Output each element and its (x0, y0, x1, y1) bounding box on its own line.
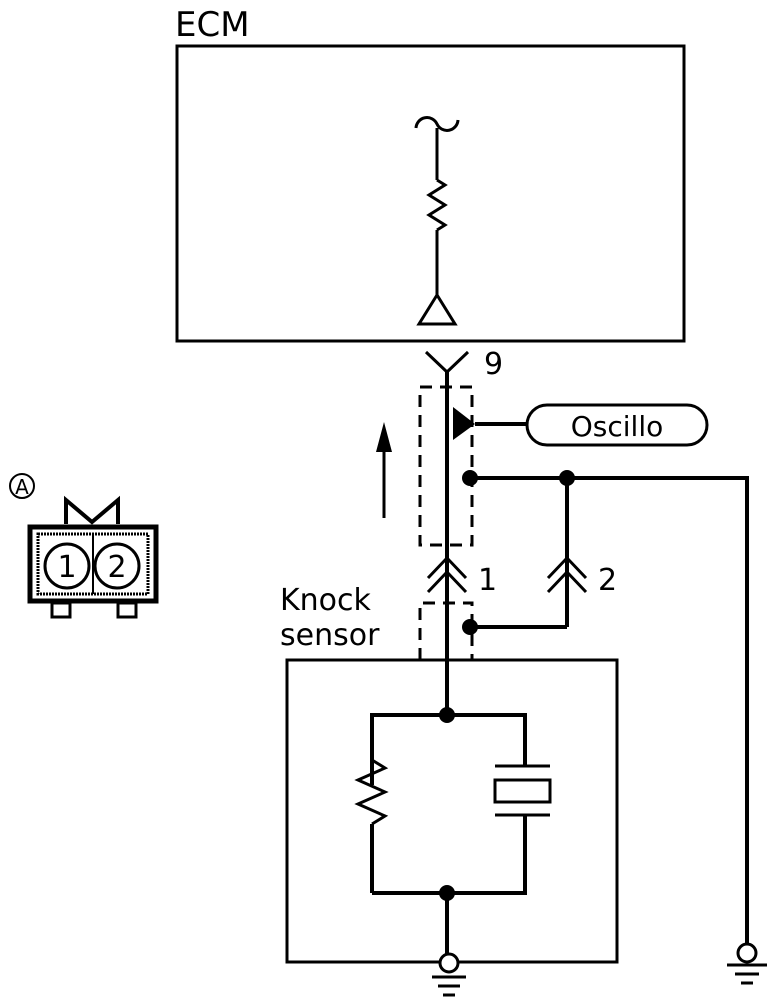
sensor-bottom-wire (372, 815, 527, 895)
knock-sensor-box (285, 658, 619, 964)
signal-direction-arrow-icon (376, 422, 392, 452)
knock-sensor-label-line2: sensor (280, 618, 380, 653)
terminal-1-connector-icon-2 (426, 569, 468, 594)
oscilloscope-box (525, 403, 709, 447)
terminal-9-connector-icon (424, 350, 470, 375)
oscilloscope-label: Oscillo (571, 410, 664, 443)
connector-view-a-icon: A 1 2 (9, 473, 159, 619)
sensor-shield-box (418, 601, 474, 660)
probe-icon (453, 407, 475, 440)
piezo-element-icon (493, 764, 552, 817)
connector-pin-1: 1 (57, 550, 76, 585)
connector-pin-2: 2 (107, 550, 126, 585)
terminal-1-label: 1 (478, 563, 497, 598)
connector-view-label: A (15, 475, 29, 499)
terminal-9-label: 9 (484, 347, 503, 382)
ecm-ac-source-icon (414, 116, 460, 132)
shield-ground-icon (727, 942, 767, 985)
sensor-ground-icon (432, 952, 466, 997)
ecm-resistor-icon (426, 178, 448, 232)
ecm-box (175, 44, 686, 343)
knock-sensor-label-line1: Knock (280, 583, 372, 618)
sensor-shield-dot (462, 619, 478, 635)
terminal-2-connector-icon-2 (546, 569, 588, 594)
sensor-resistor-icon (354, 758, 389, 826)
terminal-1-connector-icon (426, 555, 468, 580)
terminal-2-connector-icon (546, 555, 588, 580)
ecm-label: ECM (175, 5, 250, 45)
ecm-ground-triangle-icon (416, 292, 458, 326)
shield-box (418, 385, 474, 547)
terminal-2-label: 2 (598, 563, 617, 598)
sensor-top-wire (370, 713, 527, 785)
